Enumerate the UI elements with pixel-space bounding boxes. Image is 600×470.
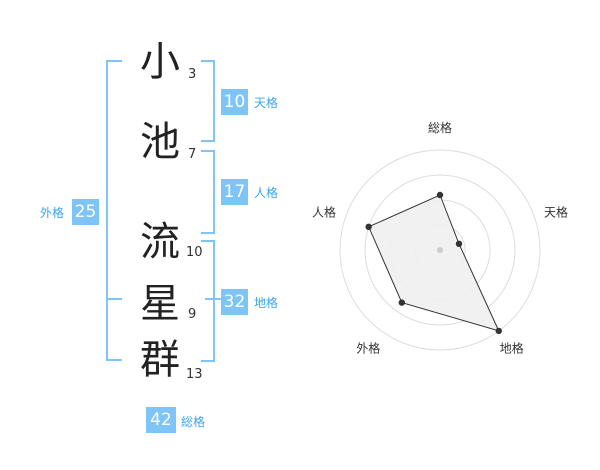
stroke-count-5: 13 <box>186 367 203 382</box>
tenkaku-label: 天格 <box>254 96 279 110</box>
radar-center-dot <box>437 247 443 253</box>
radar-axis-label: 天格 <box>544 204 568 219</box>
radar-grid-ring <box>364 174 516 326</box>
name-char-2: 池 <box>140 119 180 165</box>
name-char-3: 流 <box>140 219 180 265</box>
stroke-count-3: 10 <box>186 245 203 260</box>
chikaku-value-badge: 32 <box>221 289 248 315</box>
tenkaku-bracket <box>201 60 215 142</box>
stroke-count-2: 7 <box>188 147 197 162</box>
gaikaku-bracket <box>106 60 122 361</box>
tenkaku-value-badge: 10 <box>221 89 248 115</box>
name-char-1: 小 <box>140 39 180 85</box>
chikaku-bracket-tick <box>205 298 221 300</box>
gaikaku-label: 外格 <box>40 206 65 220</box>
jinkaku-value-badge: 17 <box>221 179 248 205</box>
radar-axis-label: 地格 <box>500 341 524 356</box>
chikaku-label: 地格 <box>254 296 279 310</box>
radar-data-point <box>495 327 502 335</box>
radar-axis-label: 外格 <box>356 341 380 356</box>
radar-data-point <box>398 299 405 306</box>
jinkaku-bracket <box>201 150 215 234</box>
name-char-5: 群 <box>140 337 180 383</box>
radar-axis-label: 人格 <box>312 204 336 219</box>
gaikaku-value-badge: 25 <box>72 199 99 225</box>
radar-data-point <box>455 240 463 248</box>
jinkaku-label: 人格 <box>254 186 279 200</box>
radar-grid-ring <box>339 149 541 351</box>
radar-polygon <box>368 194 500 332</box>
soukaku-label: 総格 <box>181 415 206 429</box>
radar-data-point <box>436 191 444 199</box>
chikaku-bracket <box>201 240 215 362</box>
radar-axis-label: 総格 <box>428 120 452 135</box>
soukaku-value-badge: 42 <box>146 407 176 433</box>
radar-data-point <box>365 223 372 231</box>
name-char-4: 星 <box>140 281 180 327</box>
gaikaku-bracket-tick <box>106 298 122 300</box>
stroke-count-4: 9 <box>188 307 197 322</box>
stroke-count-1: 3 <box>188 67 197 82</box>
